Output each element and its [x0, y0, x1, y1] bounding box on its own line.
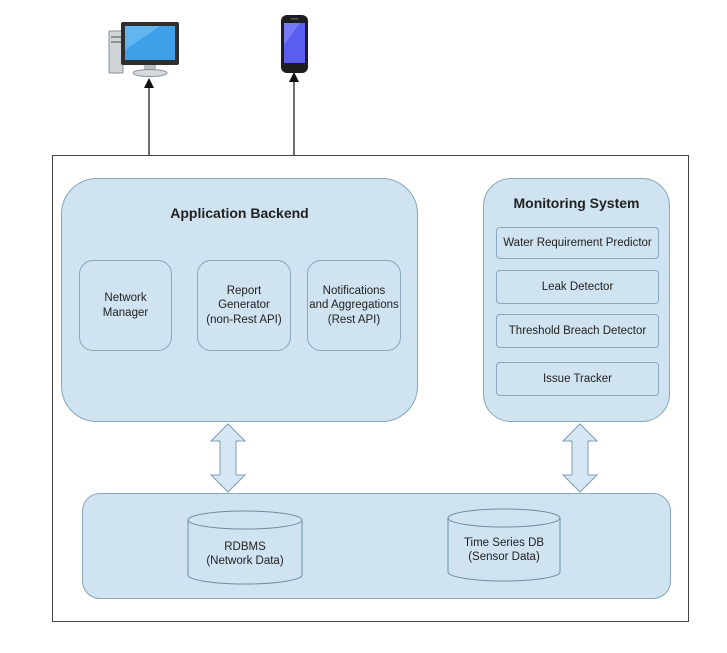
timeseries-db-label: Time Series DB (Sensor Data)	[463, 537, 545, 564]
issue-tracker-box: Issue Tracker	[496, 362, 659, 396]
network-manager-box: Network Manager	[79, 260, 172, 351]
phone-arrowhead	[289, 72, 299, 82]
desktop-computer-icon	[108, 22, 179, 77]
backend-datastore-double-arrow	[209, 423, 247, 493]
monitoring-system-panel: Monitoring System Water Requirement Pred…	[483, 178, 670, 422]
application-backend-panel: Application Backend Network Manager Repo…	[61, 178, 418, 422]
leak-detector-box: Leak Detector	[496, 270, 659, 304]
monitoring-title: Monitoring System	[513, 195, 640, 211]
backend-title: Application Backend	[170, 205, 309, 221]
rdbms-label: RDBMS (Network Data)	[206, 541, 284, 568]
smartphone-icon	[281, 15, 308, 73]
data-store-panel	[82, 493, 671, 599]
monitoring-datastore-double-arrow	[561, 423, 599, 493]
rdbms-db-icon	[187, 510, 303, 585]
report-generator-box: Report Generator (non-Rest API)	[197, 260, 291, 351]
threshold-breach-detector-box: Threshold Breach Detector	[496, 314, 659, 348]
notifications-box: Notifications and Aggregations (Rest API…	[307, 260, 401, 351]
timeseries-db-icon	[447, 508, 561, 582]
water-requirement-predictor-box: Water Requirement Predictor	[496, 227, 659, 259]
desktop-arrowhead	[144, 78, 154, 88]
